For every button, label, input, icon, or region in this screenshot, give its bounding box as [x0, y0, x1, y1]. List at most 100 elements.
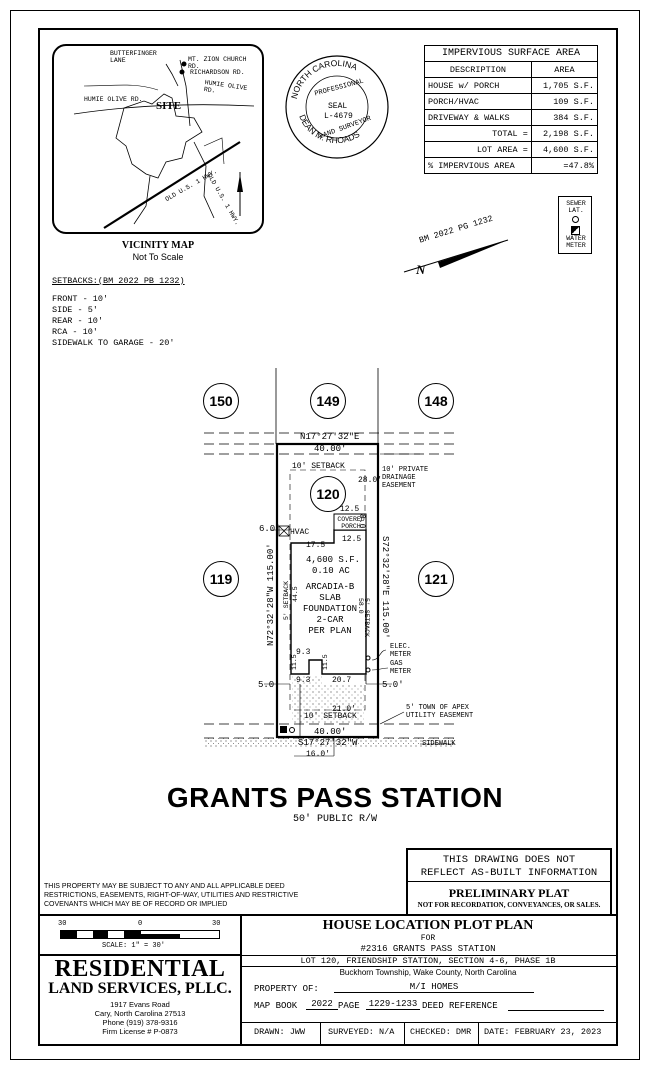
north-arrow-icon: N	[403, 239, 509, 277]
house-line: FOUNDATION	[302, 604, 357, 614]
vicinity-map-drawing	[73, 59, 255, 229]
cell-area: 384 S.F.	[530, 109, 599, 126]
east-setback-label: 5' SETBACK	[363, 598, 370, 638]
table-row: LOT AREA =4,600 S.F.	[424, 141, 599, 158]
lot-149-marker: 149	[310, 383, 346, 419]
house-dim-58-0: 58.0	[357, 598, 364, 614]
svg-text:N: N	[415, 262, 426, 277]
scale-bar	[60, 930, 220, 939]
north-bearing: N17°27'32"E	[300, 432, 360, 442]
setback-item: SIDEWALK TO GARAGE - 20'	[52, 338, 175, 348]
page-label: PAGE	[338, 1001, 360, 1011]
notice-line1: THIS DRAWING DOES NOT	[442, 854, 576, 866]
east-side-distance: 5.0'	[382, 680, 404, 690]
deed-reference-value	[508, 1010, 604, 1011]
elec-meter-label: ELEC. METER	[390, 643, 412, 659]
drawing-frame	[38, 28, 618, 1046]
notice-line2: REFLECT AS-BUILT INFORMATION	[420, 867, 598, 879]
north-distance: 40.00'	[314, 444, 347, 454]
drawn-by: DRAWN: JWW	[254, 1027, 306, 1037]
house-line: SLAB	[319, 593, 341, 603]
water-meter-icon	[571, 226, 580, 235]
hvac-label: HVAC	[290, 528, 310, 537]
west-side-distance: 5.0'	[258, 680, 280, 690]
vicinity-title: VICINITY MAP	[121, 240, 195, 251]
sidewalk-label: SIDEWALK	[422, 740, 456, 748]
house-dim-11-5b: 11.5	[322, 654, 329, 670]
company-name-1: RESIDENTIAL	[54, 956, 226, 982]
lot-120-marker: 120	[310, 476, 346, 512]
house-dim-20-7: 20.7	[332, 676, 352, 685]
vicinity-subtitle: Not To Scale	[132, 252, 184, 262]
plat-drawing	[204, 368, 458, 757]
house-dim-11-5a: 11.5	[291, 654, 298, 670]
sewer-lat-icon	[572, 216, 579, 223]
prelim-title: PRELIMINARY PLAT	[448, 886, 570, 900]
seal-text: SEAL	[328, 102, 348, 111]
lot-acres: 0.10 AC	[312, 566, 350, 576]
scale-tick-0: 0	[138, 920, 143, 928]
setback-item: REAR - 10'	[52, 316, 104, 326]
company-license: Firm License # P-0873	[102, 1027, 178, 1036]
checked-by: CHECKED: DMR	[410, 1027, 472, 1037]
house-dim-9-3b: 9.3	[296, 676, 311, 685]
lot-150-marker: 150	[203, 383, 239, 419]
map-book-label: MAP BOOK	[254, 1001, 298, 1011]
scale-label: SCALE: 1" = 30'	[102, 942, 166, 950]
front-yard-distance: 21.0'	[332, 705, 357, 714]
town-easement-label: 5' TOWN OF APEX UTILITY EASEMENT	[406, 704, 474, 720]
plan-address: #2316 GRANTS PASS STATION	[360, 944, 496, 954]
gas-meter-label: GAS METER	[390, 660, 412, 676]
south-distance: 40.00'	[314, 727, 347, 737]
disclaimer: THIS PROPERTY MAY BE SUBJECT TO ANY AND …	[44, 883, 299, 908]
plan-lot: LOT 120, FRIENDSHIP STATION, SECTION 4-6…	[300, 956, 556, 966]
surveyor-seal: NORTH CAROLINA DEAN M. RHOADS PROFESSION…	[284, 54, 390, 160]
vicinity-map: BUTTERFINGER LANE MT. ZION CHURCH RD. RI…	[52, 44, 264, 234]
plan-title: HOUSE LOCATION PLOT PLAN	[322, 918, 534, 933]
lot-119-marker: 119	[203, 561, 239, 597]
title-block	[40, 914, 616, 1044]
company-name-2: LAND SERVICES, PLLC.	[48, 980, 232, 997]
house-dim-17-5: 17.5	[306, 541, 326, 550]
lot-area: 4,600 S.F.	[306, 555, 361, 565]
driveway-width: 16.0'	[306, 750, 331, 759]
seal-license: L-4679	[324, 112, 353, 121]
legend-box: SEWER LAT. WATER METER	[558, 196, 592, 254]
deed-reference-label: DEED REFERENCE	[422, 1001, 498, 1011]
house-dim-44-5: 44.5	[292, 586, 299, 602]
lot-line-box	[240, 955, 616, 967]
prelim-sub: NOT FOR RECORDATION, CONVEYANCES, OR SAL…	[417, 901, 601, 909]
setbacks-list: FRONT - 10' SIDE - 5' REAR - 10' RCA - 1…	[52, 294, 174, 349]
street-row: 50' PUBLIC R/W	[292, 814, 377, 825]
house-model: ARCADIA-B SLAB FOUNDATION 2-CAR PER PLAN	[298, 582, 362, 637]
east-line-bearing: S72°32'28"E 115.00'	[380, 536, 390, 639]
porch-depth: 8.0	[357, 514, 366, 529]
title-block-divider	[240, 914, 242, 1044]
road-label-richardson: RICHARDSON RD.	[190, 69, 245, 76]
lot-121-marker: 121	[418, 561, 454, 597]
west-line-bearing: N72°32'28"W 115.00'	[266, 543, 276, 646]
house-line: ARCADIA-B	[305, 582, 355, 592]
setback-item: RCA - 10'	[52, 327, 98, 337]
company-phone: Phone (919) 378-9316	[102, 1018, 178, 1027]
rear-yard-distance: 28.0'	[358, 476, 383, 485]
road-label-humie-olive-west: HUMIE OLIVE RD.	[84, 96, 143, 103]
plan-for: FOR	[420, 934, 436, 943]
porch-width: 12.5	[340, 505, 360, 514]
front-setback-label: 10' SETBACK	[304, 712, 357, 721]
west-setback-label: 5' SETBACK	[283, 580, 290, 620]
scale-divider	[40, 954, 240, 956]
property-value: M/I HOMES	[334, 982, 534, 993]
map-book-value: 2022	[306, 999, 338, 1010]
page-value: 1229-1233	[366, 999, 420, 1010]
site-label: SITE	[156, 100, 182, 112]
road-label-butterfinger: BUTTERFINGER LANE	[110, 50, 157, 64]
hvac-offset: 6.0'	[259, 524, 281, 534]
footer-row-border	[240, 1022, 616, 1023]
road-label-mt-zion: MT. ZION CHURCH RD.	[188, 56, 247, 70]
lot-148-marker: 148	[418, 383, 454, 419]
legend-water-label: WATER METER	[566, 235, 586, 249]
